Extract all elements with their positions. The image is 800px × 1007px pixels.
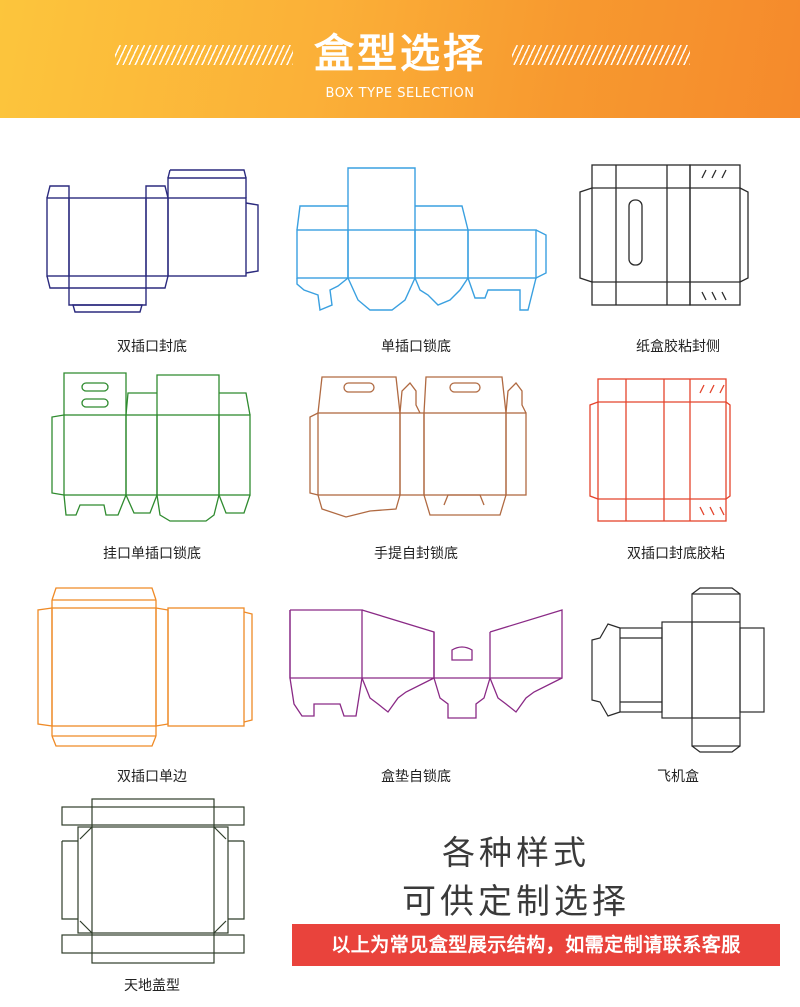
dieline-double-tuck-bottom-icon xyxy=(46,169,259,313)
promo-line-1: 各种样式 xyxy=(442,833,590,872)
dieline-pad-self-lock-icon xyxy=(289,609,563,719)
box-type-label: 手提自封锁底 xyxy=(374,546,458,562)
box-type-handle-lock-bottom[interactable]: 手提自封锁底 xyxy=(270,365,540,565)
box-type-double-tuck-glued[interactable]: 双插口封底胶粘 xyxy=(540,365,800,565)
header-banner: 盒型选择 BOX TYPE SELECTION xyxy=(0,0,800,118)
dieline-handle-lock-bottom-icon xyxy=(309,376,527,518)
page-subtitle: BOX TYPE SELECTION xyxy=(325,86,475,101)
box-type-label: 挂口单插口锁底 xyxy=(103,546,201,562)
dieline-double-tuck-glued-icon xyxy=(589,378,731,522)
box-type-lid-and-base[interactable]: 天地盖型 xyxy=(0,795,270,1007)
dieline-single-tuck-lock-bottom-icon xyxy=(296,167,547,311)
box-type-label: 双插口单边 xyxy=(117,769,187,785)
page-title: 盒型选择 xyxy=(314,31,486,77)
box-type-label: 天地盖型 xyxy=(124,978,180,994)
dieline-lid-and-base-icon xyxy=(61,798,245,964)
box-type-label: 飞机盒 xyxy=(657,769,699,785)
box-type-label: 双插口封底胶粘 xyxy=(627,546,725,562)
banner-hatch-right xyxy=(512,45,690,65)
box-type-mailer-box[interactable]: 飞机盒 xyxy=(570,580,800,790)
box-type-label: 单插口锁底 xyxy=(381,339,451,355)
banner-hatch-left xyxy=(115,45,293,65)
box-type-hanger-lock-bottom[interactable]: 挂口单插口锁底 xyxy=(0,365,270,565)
box-type-label: 盒垫自锁底 xyxy=(381,769,451,785)
box-type-double-tuck-bottom[interactable]: 双插口封底 xyxy=(0,150,270,360)
box-type-pad-self-lock[interactable]: 盒垫自锁底 xyxy=(270,580,570,790)
box-type-glued-side[interactable]: 纸盒胶粘封侧 xyxy=(540,150,800,360)
contact-notice-banner: 以上为常见盒型展示结构，如需定制请联系客服 xyxy=(292,924,780,966)
box-type-single-tuck-lock-bottom[interactable]: 单插口锁底 xyxy=(270,150,547,360)
box-type-label: 双插口封底 xyxy=(117,339,187,355)
promo-line-2: 可供定制选择 xyxy=(402,882,630,922)
dieline-mailer-box-icon xyxy=(591,587,765,753)
dieline-glued-side-icon xyxy=(579,164,749,306)
dieline-hanger-lock-bottom-icon xyxy=(51,372,251,522)
box-type-label: 纸盒胶粘封侧 xyxy=(636,339,720,355)
dieline-double-tuck-single-side-icon xyxy=(37,587,253,747)
box-type-double-tuck-single-side[interactable]: 双插口单边 xyxy=(0,580,270,790)
